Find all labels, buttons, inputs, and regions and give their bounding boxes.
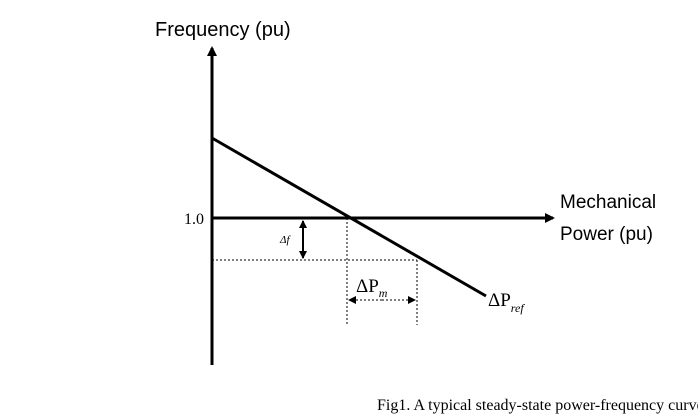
figure-caption: Fig1. A typical steady-state power-frequ… [377, 397, 698, 414]
y-axis-label: Frequency (pu) [155, 19, 291, 41]
delta-pref-label: ΔPref [488, 290, 525, 315]
droop-line [211, 136, 487, 298]
x-axis-label-line1: Mechanical [560, 192, 656, 213]
y-tick-label: 1.0 [184, 211, 204, 228]
delta-f-label: Δf [279, 234, 291, 246]
delta-pm-label: ΔPm [356, 276, 388, 300]
x-axis-label-line2: Power (pu) [560, 224, 653, 245]
